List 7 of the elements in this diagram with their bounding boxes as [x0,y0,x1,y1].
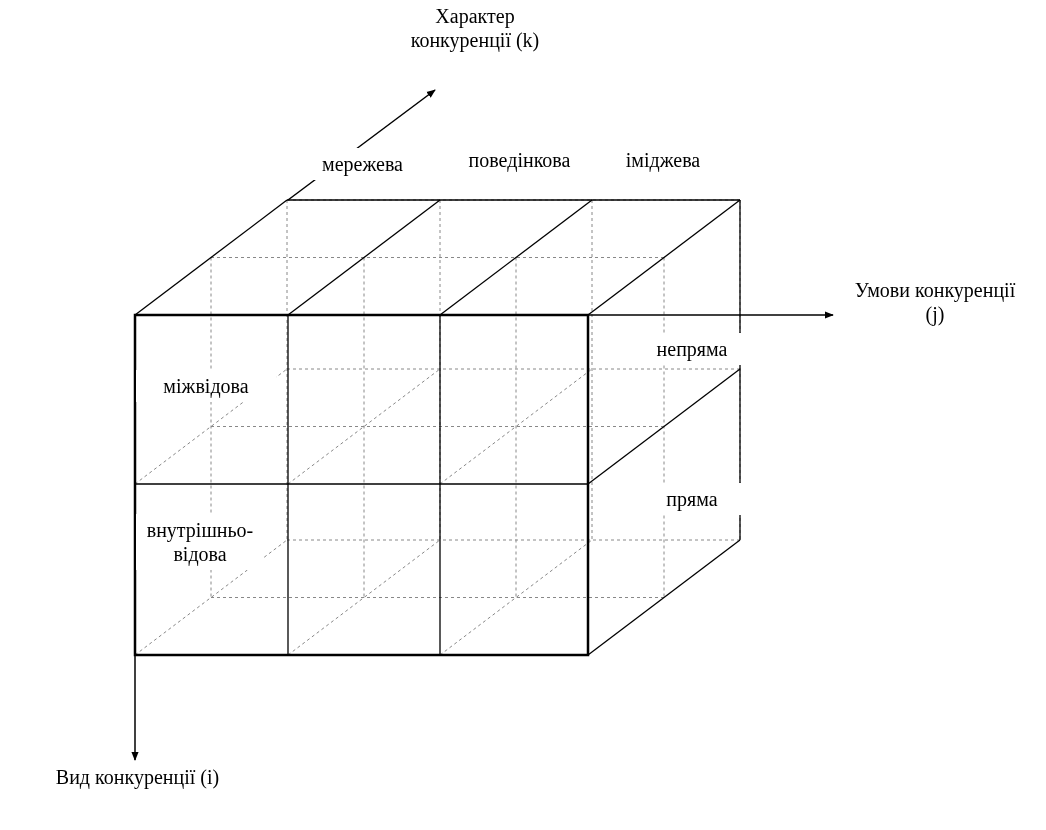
category-label: внутрішньо-відова [136,514,264,570]
category-label: міжвідова [136,370,276,402]
axis-label: Вид конкуренції (i) [55,765,220,789]
category-label: іміджева [624,148,702,172]
axis-label: Умови конкуренції (j) [853,278,1017,326]
category-label: поведінкова [467,148,572,172]
axis-label: Характер конкуренції (k) [409,4,541,52]
